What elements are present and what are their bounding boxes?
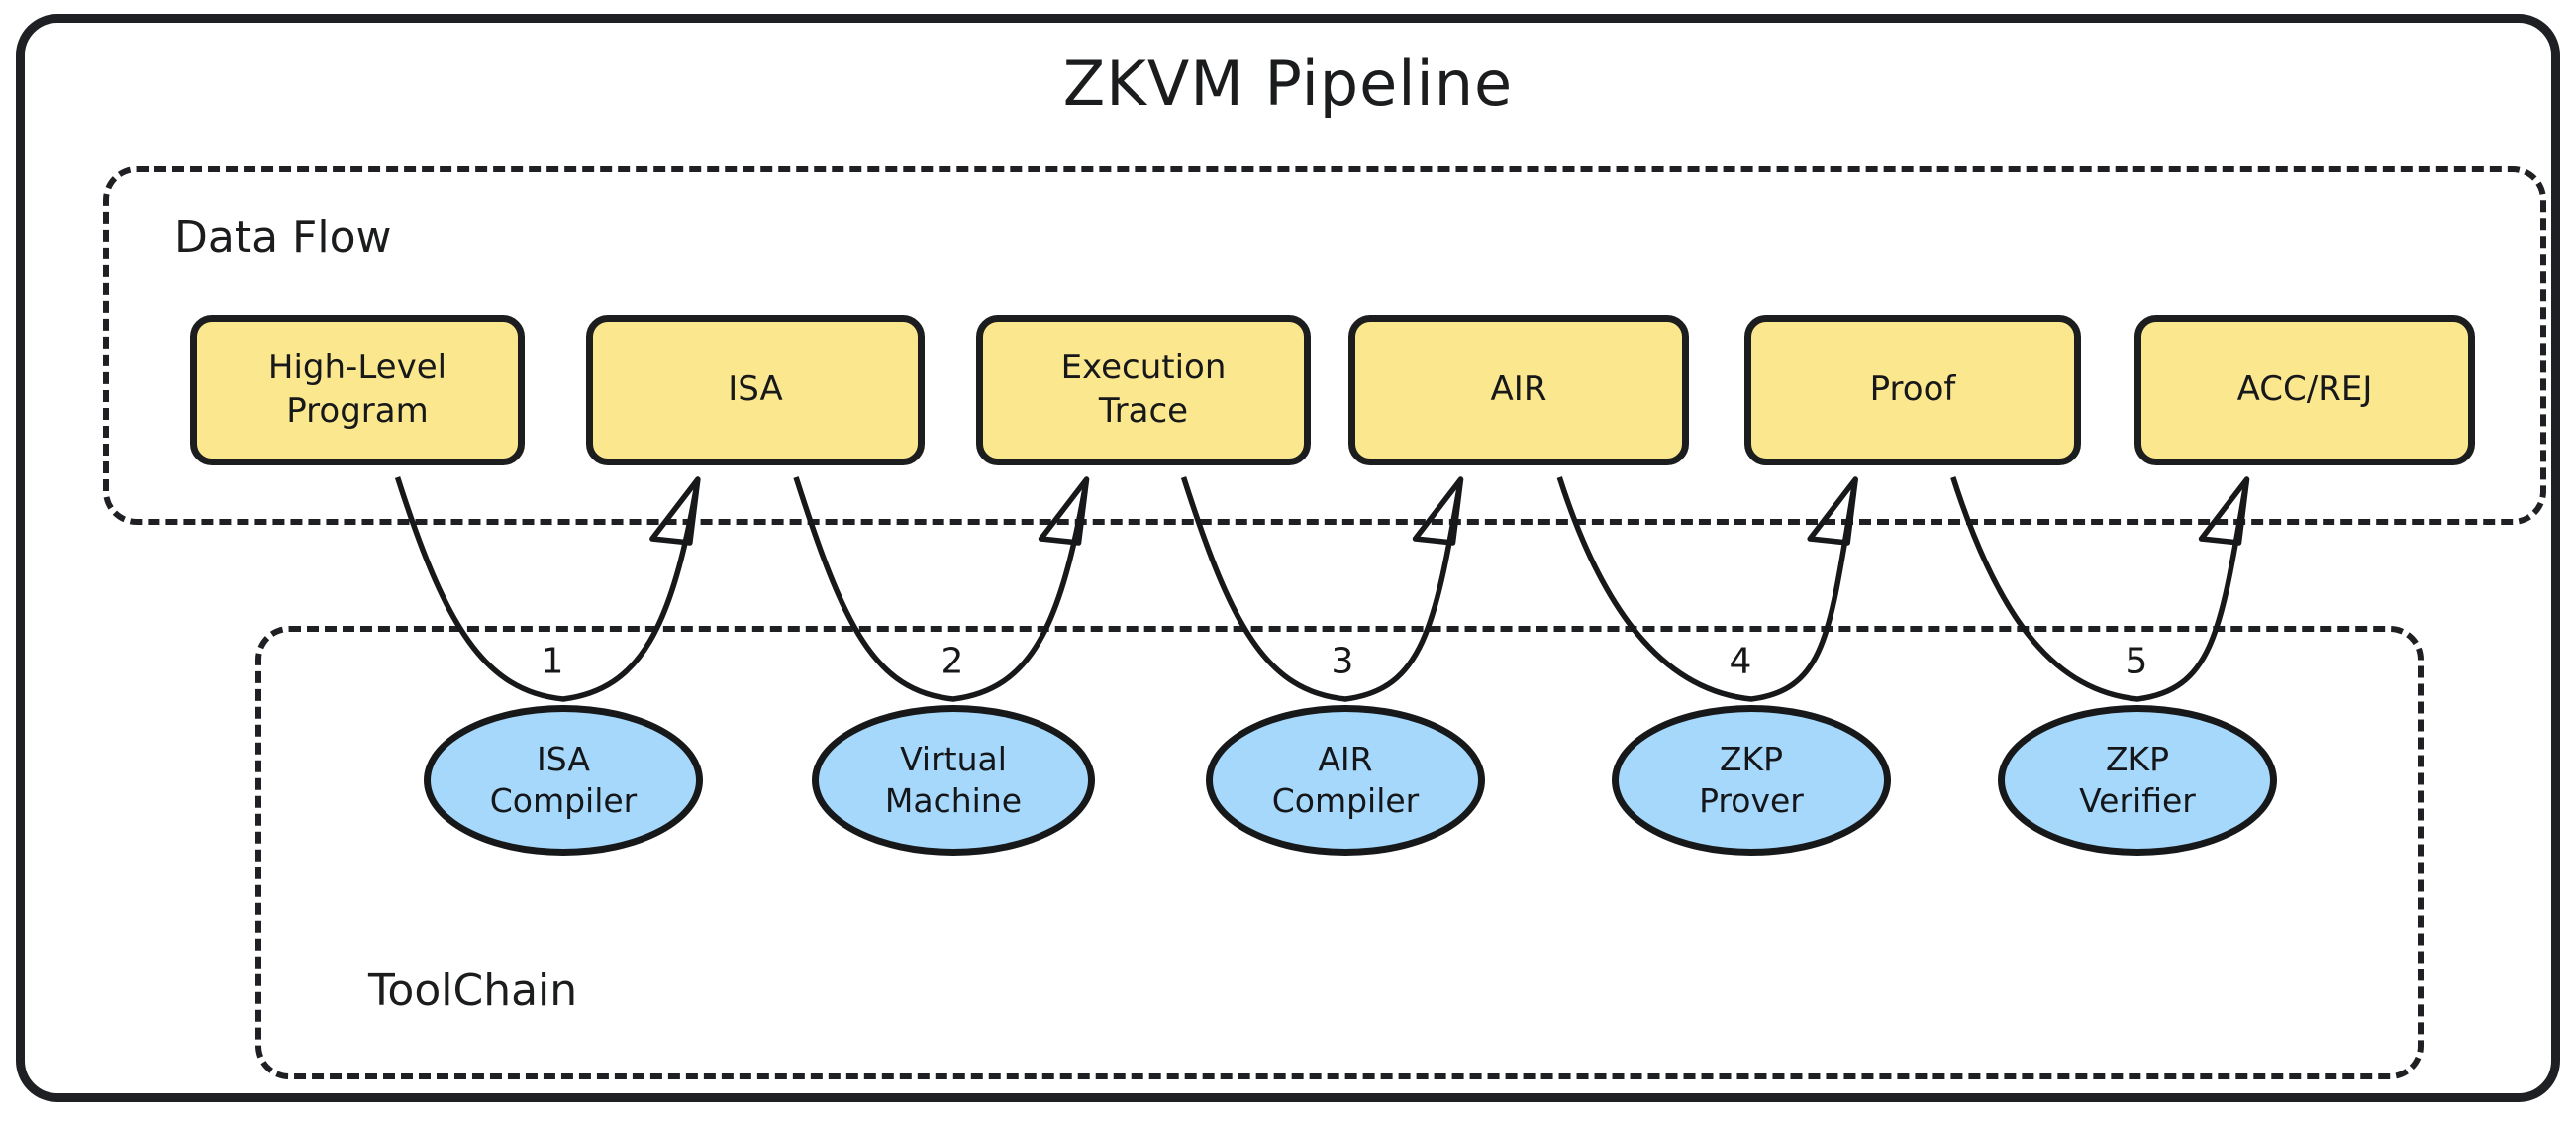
node-proof[interactable]: Proof xyxy=(1744,315,2081,465)
edge-label-2: 2 xyxy=(941,641,964,682)
node-isa[interactable]: ISA xyxy=(586,315,925,465)
node-label: ACC/REJ xyxy=(2236,369,2373,410)
edge-label-5: 5 xyxy=(2125,641,2148,682)
node-label: Proof xyxy=(1869,369,1956,410)
group-label-toolchain: ToolChain xyxy=(368,966,578,1016)
node-acc-rej[interactable]: ACC/REJ xyxy=(2134,315,2475,465)
group-label-data-flow: Data Flow xyxy=(174,212,392,262)
edge-label-1: 1 xyxy=(541,641,564,682)
edge-label-3: 3 xyxy=(1331,641,1354,682)
node-label: AIR xyxy=(1490,369,1547,410)
node-air[interactable]: AIR xyxy=(1348,315,1689,465)
page-title: ZKVM Pipeline xyxy=(1062,48,1514,120)
outer-container xyxy=(16,14,2560,1102)
node-label: ISA xyxy=(728,369,783,410)
edge-label-4: 4 xyxy=(1729,641,1752,682)
